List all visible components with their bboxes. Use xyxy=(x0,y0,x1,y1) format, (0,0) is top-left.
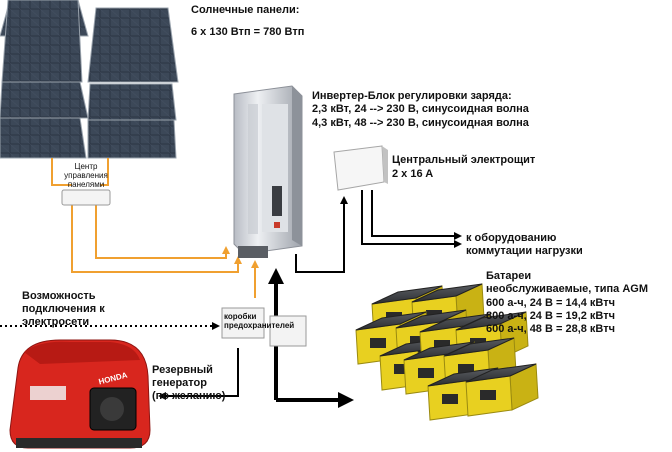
generator-label-3: (по желанию) xyxy=(152,390,226,402)
batteries-type: необслуживаемые, типа AGM xyxy=(486,283,649,295)
fuse-box xyxy=(269,315,307,347)
fuses-label-line2: предохранителей xyxy=(224,321,295,330)
load-label-1: к оборудованию xyxy=(466,232,557,244)
inverter-spec-2: 4,3 кВт, 48 --> 230 В, синусоидная волна xyxy=(312,117,529,129)
grid-label-2: подключения к xyxy=(22,303,105,315)
panels-spec: 6 x 130 Втп = 780 Втп xyxy=(191,26,305,38)
solar-panel xyxy=(0,117,87,159)
dc-wires xyxy=(51,158,259,298)
controller-label-line2: управления xyxy=(64,171,108,180)
controller-label-line1: Центр xyxy=(74,162,98,171)
distribution-spec: 2 x 16 A xyxy=(392,168,434,180)
generator-label-2: генератор xyxy=(152,377,207,389)
load-label-2: коммутации нагрузки xyxy=(466,245,583,257)
solar-panels xyxy=(0,0,179,159)
solar-panel xyxy=(87,119,177,159)
distribution-panel xyxy=(333,145,388,191)
controller-label: Центр управления панелями xyxy=(54,162,118,189)
generator xyxy=(9,339,151,449)
generator-label-1: Резервный xyxy=(152,364,213,376)
fuses-label-line1: коробки xyxy=(224,312,257,321)
panels-title: Солнечные панели: xyxy=(191,4,300,16)
batteries-title: Батареи xyxy=(486,270,532,282)
fuses-label: коробки предохранителей xyxy=(220,312,310,330)
inverter xyxy=(233,85,303,258)
inverter-spec-1: 2,3 кВт, 24 --> 230 В, синусоидная волна xyxy=(312,103,529,115)
inverter-title: Инвертер-Блок регулировки заряда: xyxy=(312,90,512,102)
distribution-title: Центральный электрощит xyxy=(392,154,536,166)
controller-box xyxy=(61,189,111,206)
grid-label-3: электросети xyxy=(22,316,90,328)
solar-panel xyxy=(87,7,179,83)
solar-panel xyxy=(87,83,177,121)
batteries-option-1: 600 а-ч, 24 В = 14,4 кВтч xyxy=(486,297,616,309)
solar-panel xyxy=(0,81,89,119)
battery xyxy=(465,363,539,417)
battery-bank xyxy=(355,283,539,421)
controller-label-line3: панелями xyxy=(67,180,105,189)
grid-label-1: Возможность xyxy=(22,290,96,302)
ac-wires xyxy=(158,190,462,400)
batteries-option-3: 600 а-ч, 48 В = 28,8 кВтч xyxy=(486,323,616,335)
fuse-box xyxy=(221,307,265,339)
batteries-option-2: 800 а-ч, 24 В = 19,2 кВтч xyxy=(486,310,616,322)
